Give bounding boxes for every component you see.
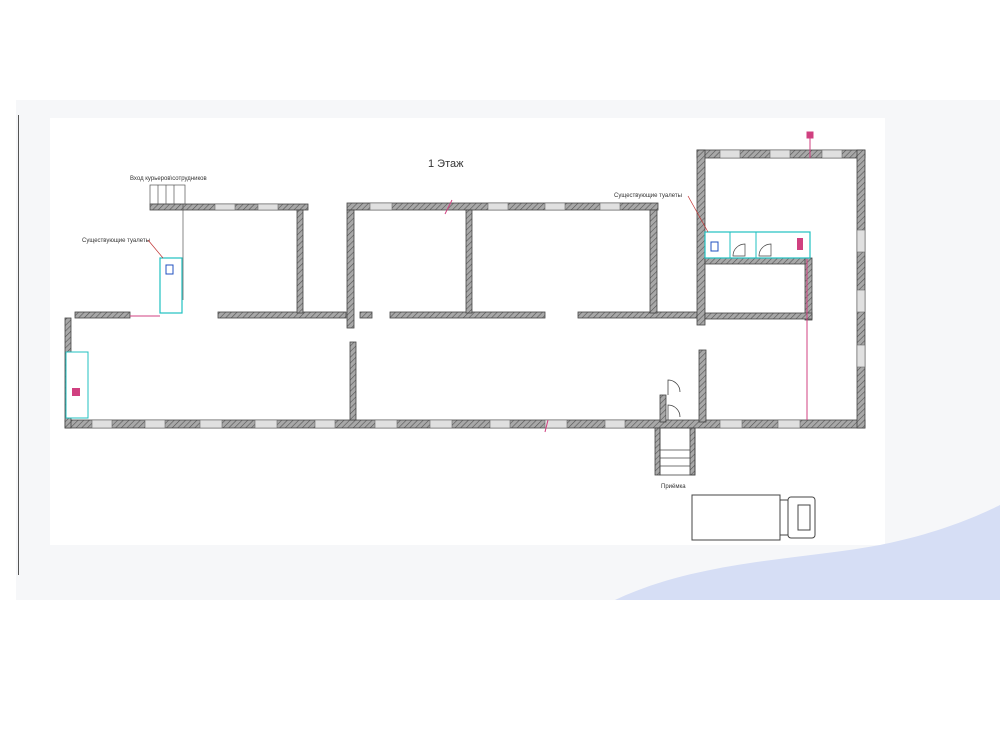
existing-toilets-left-label: Существующие туалеты — [82, 238, 150, 244]
markers — [130, 131, 814, 433]
windows — [91, 149, 866, 429]
receiving-label: Приёмка — [661, 484, 686, 490]
toilets-left — [65, 257, 183, 419]
existing-toilets-right-label: Существующие туалеты — [614, 193, 682, 199]
entrance-vestibule — [659, 379, 696, 476]
slide-divider — [18, 115, 19, 575]
courier-entrance-label: Вход курьеров\сотрудников — [130, 176, 207, 182]
toilets-right — [704, 231, 811, 259]
drawing-sheet — [50, 118, 885, 545]
courier-stairs — [149, 184, 186, 300]
floor-title: 1 Этаж — [428, 158, 464, 170]
truck-icon — [691, 494, 816, 541]
decorative-wave — [615, 505, 1000, 600]
